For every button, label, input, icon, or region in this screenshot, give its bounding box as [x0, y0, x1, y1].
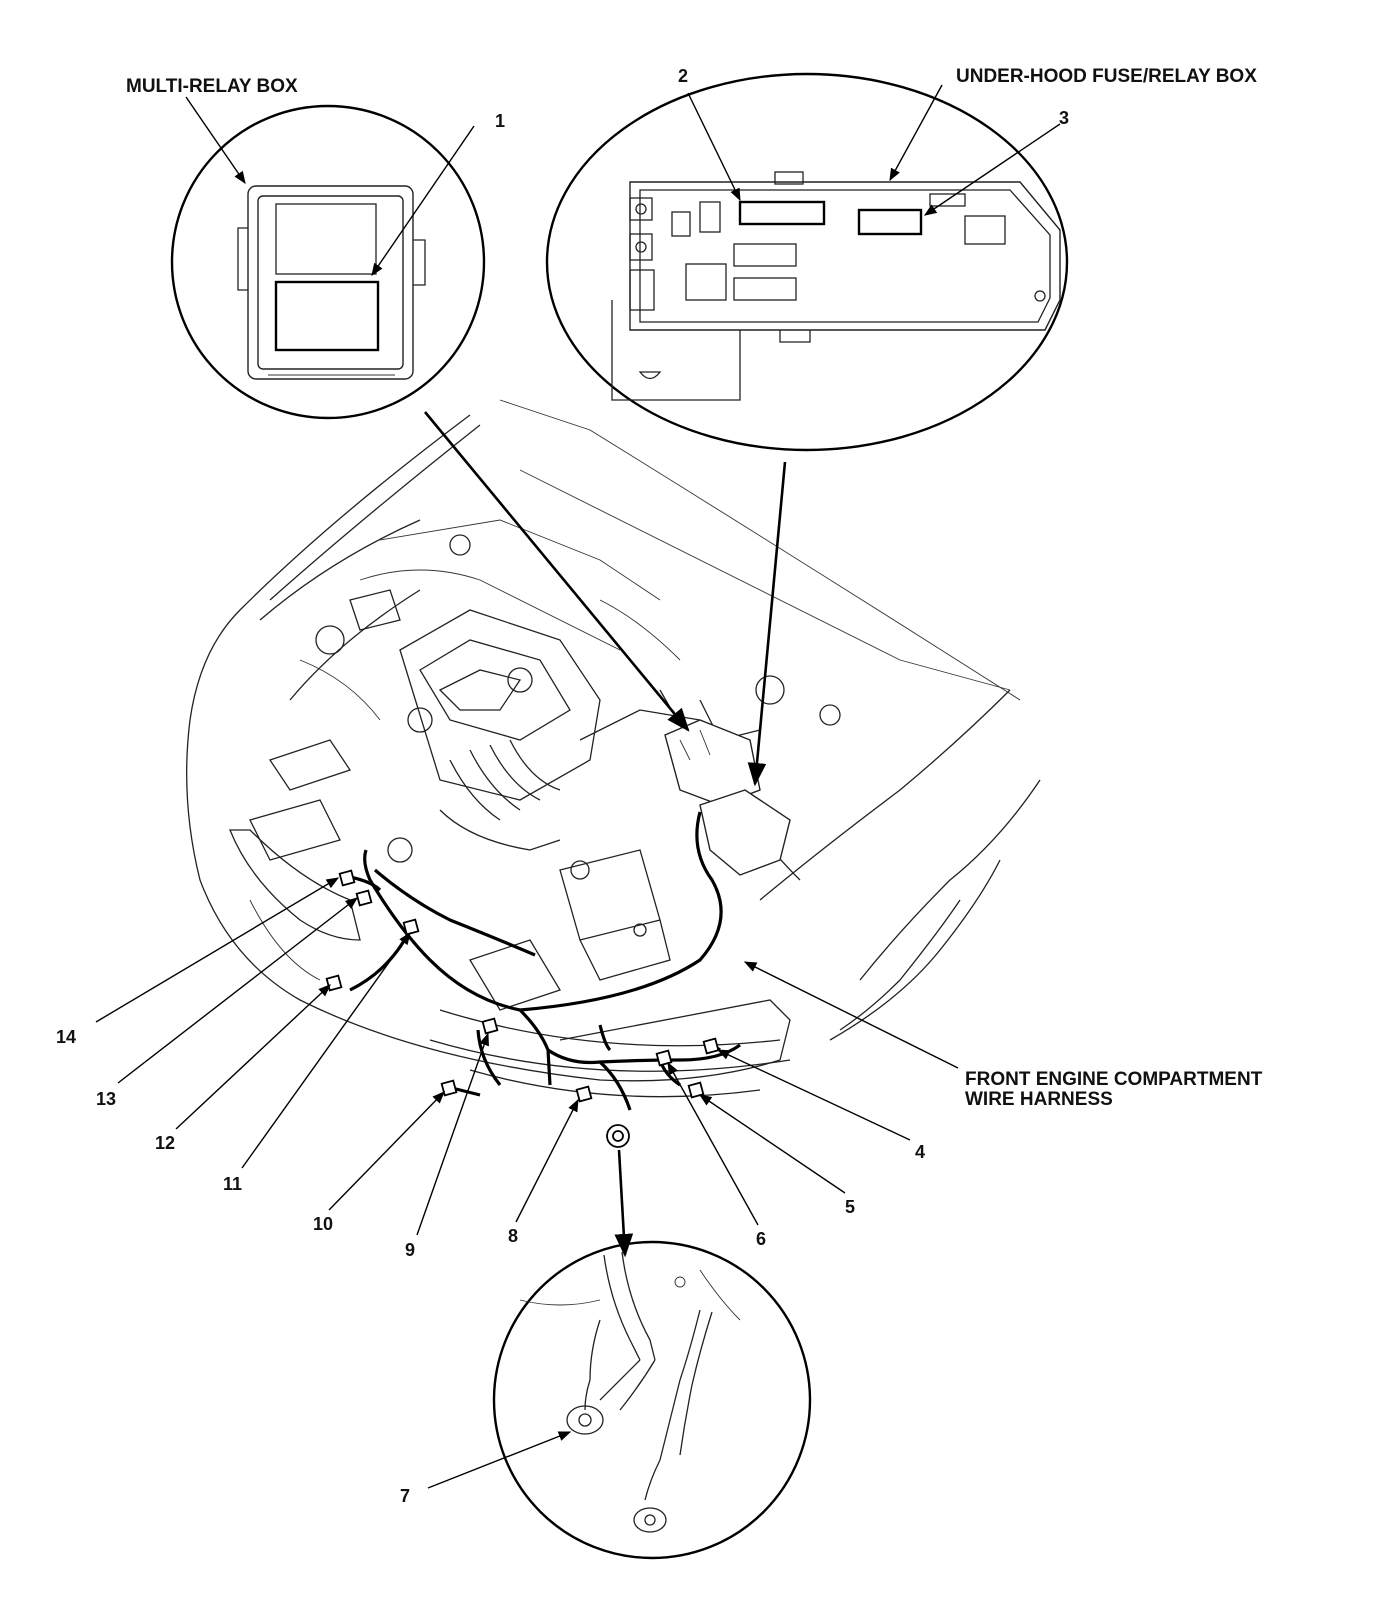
callout-8: 8 — [508, 1226, 518, 1246]
callout-7: 7 — [400, 1486, 410, 1506]
callout-2: 2 — [678, 66, 688, 86]
connector-4 — [702, 1037, 720, 1055]
callout-4: 4 — [915, 1142, 925, 1162]
connector-5 — [687, 1081, 705, 1099]
connector-9 — [481, 1017, 499, 1035]
callout-3: 3 — [1059, 108, 1069, 128]
connectors — [325, 869, 720, 1148]
connector-12 — [325, 974, 343, 992]
harness-label-line1: FRONT ENGINE COMPARTMENT — [965, 1069, 1263, 1090]
multi-relay-box-label: MULTI-RELAY BOX — [126, 76, 298, 97]
callout-1: 1 — [495, 111, 505, 131]
vehicle-engine-bay-drawing — [186, 399, 1041, 1098]
connector-6 — [655, 1049, 673, 1067]
callout-numbers: 1 2 3 4 5 6 7 8 9 10 11 12 13 14 — [56, 66, 1069, 1506]
connector-14 — [338, 869, 356, 887]
callout-9: 9 — [405, 1240, 415, 1260]
connector-11 — [402, 918, 420, 936]
callout-14: 14 — [56, 1027, 76, 1047]
callout-13: 13 — [96, 1089, 116, 1109]
callout-6: 6 — [756, 1229, 766, 1249]
callout-11: 11 — [223, 1174, 242, 1194]
connector-13 — [355, 889, 373, 907]
multi-relay-box-detail — [170, 104, 486, 420]
under-hood-fuse-box-label: UNDER-HOOD FUSE/RELAY BOX — [956, 66, 1257, 87]
leader-lines — [95, 84, 1061, 1489]
under-hood-fuse-box-detail — [545, 72, 1069, 452]
text-labels: MULTI-RELAY BOX UNDER-HOOD FUSE/RELAY BO… — [126, 66, 1263, 1110]
callout-10: 10 — [313, 1214, 333, 1234]
harness-wire — [339, 811, 741, 1111]
harness-label-line2: WIRE HARNESS — [965, 1089, 1113, 1110]
callout-12: 12 — [155, 1133, 175, 1153]
callout-5: 5 — [845, 1197, 855, 1217]
connector-10 — [440, 1079, 458, 1097]
ground-terminal-detail — [492, 1240, 812, 1560]
connector-8 — [575, 1085, 593, 1103]
